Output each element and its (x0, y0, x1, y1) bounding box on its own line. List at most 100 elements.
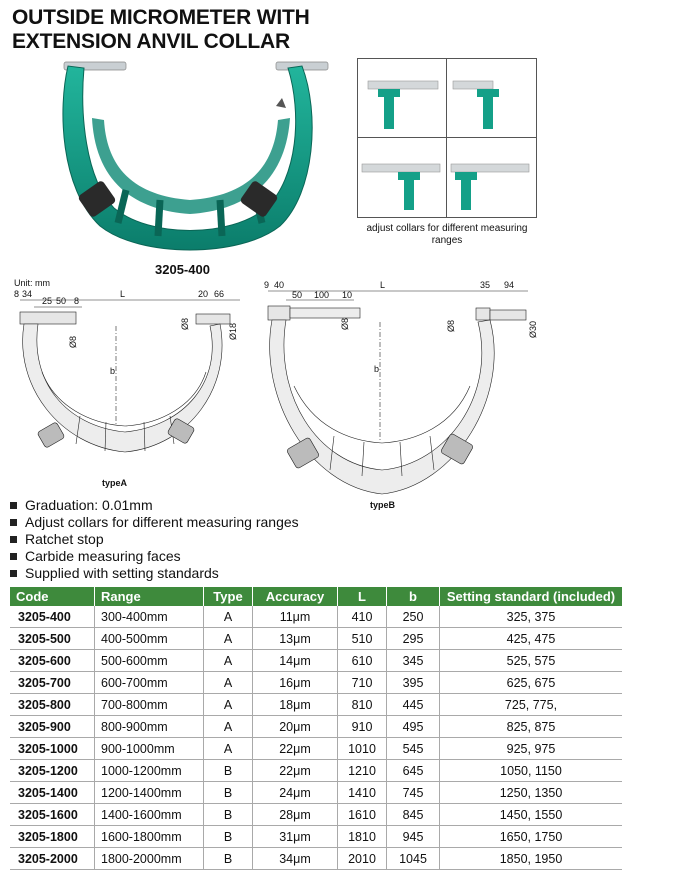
table-cell: 700-800mm (94, 693, 204, 716)
table-cell: 1400-1600mm (94, 803, 204, 826)
dim-b-dia3: Ø30 (528, 321, 538, 338)
model-label: 3205-400 (155, 262, 210, 277)
table-cell: 13μm (252, 627, 338, 650)
table-cell: 500-600mm (94, 649, 204, 672)
table-cell: 800-900mm (94, 715, 204, 738)
bullet-icon (10, 553, 17, 560)
table-cell: 410 (337, 606, 387, 628)
dim-a-7: 66 (214, 289, 224, 299)
table-cell: 28μm (252, 803, 338, 826)
table-cell: 525, 575 (439, 649, 622, 672)
page-title: OUTSIDE MICROMETER WITH EXTENSION ANVIL … (12, 6, 310, 54)
dim-b-2: 40 (274, 280, 284, 290)
collar-example-4 (450, 163, 530, 210)
table-cell: 14μm (252, 649, 338, 672)
table-cell: 1200-1400mm (94, 781, 204, 804)
table-cell: 810 (337, 693, 387, 716)
table-cell: 11μm (252, 606, 338, 628)
title-line-1: OUTSIDE MICROMETER WITH (12, 6, 310, 29)
table-cell: 1045 (386, 847, 440, 870)
dim-a-dia3: Ø18 (228, 323, 238, 340)
table-cell: 625, 675 (439, 671, 622, 694)
table-cell: A (203, 627, 253, 650)
title-line-2: EXTENSION ANVIL COLLAR (12, 30, 290, 53)
table-cell: A (203, 693, 253, 716)
table-cell: 900-1000mm (94, 737, 204, 760)
table-cell: 1010 (337, 737, 387, 760)
table-cell: 1800-2000mm (94, 847, 204, 870)
table-cell: 345 (386, 649, 440, 672)
table-cell: 725, 775, (439, 693, 622, 716)
table-cell: 3205-1800 (10, 825, 95, 848)
diagram-type-b: 9 40 50 100 10 L 35 94 Ø8 Ø8 Ø30 b typeB (264, 280, 538, 510)
col-range: Range (94, 587, 204, 606)
col-accuracy: Accuracy (252, 587, 338, 606)
dim-a-3: 25 (42, 296, 52, 306)
table-cell: 1000-1200mm (94, 759, 204, 782)
collar-example-2 (452, 80, 499, 129)
table-cell: 910 (337, 715, 387, 738)
table-cell: 445 (386, 693, 440, 716)
table-cell: 22μm (252, 759, 338, 782)
table-cell: B (203, 781, 253, 804)
feature-item: Carbide measuring faces (10, 548, 299, 565)
col-setting-standard: Setting standard (included) (439, 587, 622, 606)
table-cell: 3205-1000 (10, 737, 95, 760)
table-cell: 250 (386, 606, 440, 628)
table-cell: 925, 975 (439, 737, 622, 760)
table-cell: 300-400mm (94, 606, 204, 628)
feature-item: Adjust collars for different measuring r… (10, 514, 299, 531)
table-cell: 3205-1200 (10, 759, 95, 782)
dim-b-4: 100 (314, 290, 329, 300)
type-b-label: typeB (370, 500, 396, 510)
table-cell: 1410 (337, 781, 387, 804)
table-cell: 2010 (337, 847, 387, 870)
table-cell: 18μm (252, 693, 338, 716)
table-cell: 24μm (252, 781, 338, 804)
table-cell: 1210 (337, 759, 387, 782)
dim-b-b: b (374, 364, 379, 374)
dim-b-6: 35 (480, 280, 490, 290)
table-cell: 3205-1600 (10, 803, 95, 826)
table-cell: 20μm (252, 715, 338, 738)
collar-examples-panel (357, 58, 537, 218)
diagram-type-a: Unit: mm 8 34 25 50 8 L 20 66 Ø8 Ø8 Ø18 … (14, 278, 240, 488)
dim-a-b: b (110, 366, 115, 376)
table-cell: 325, 375 (439, 606, 622, 628)
table-cell: 3205-2000 (10, 847, 95, 870)
table-cell: 510 (337, 627, 387, 650)
table-cell: 945 (386, 825, 440, 848)
table-cell: 31μm (252, 825, 338, 848)
col-b: b (386, 587, 440, 606)
table-cell: 34μm (252, 847, 338, 870)
table-cell: 3205-800 (10, 693, 95, 716)
table-cell: 745 (386, 781, 440, 804)
dim-a-1: 8 (14, 289, 19, 299)
dim-a-L: L (120, 289, 125, 299)
table-cell: B (203, 759, 253, 782)
table-cell: 1850, 1950 (439, 847, 622, 870)
table-cell: 400-500mm (94, 627, 204, 650)
table-cell: B (203, 825, 253, 848)
dim-a-dia2: Ø8 (180, 318, 190, 330)
dim-b-3: 50 (292, 290, 302, 300)
table-cell: 1250, 1350 (439, 781, 622, 804)
table-cell: 845 (386, 803, 440, 826)
table-cell: A (203, 671, 253, 694)
feature-item: Supplied with setting standards (10, 565, 299, 582)
table-cell: 645 (386, 759, 440, 782)
table-cell: 545 (386, 737, 440, 760)
unit-label: Unit: mm (14, 278, 50, 288)
feature-list: Graduation: 0.01mm Adjust collars for di… (10, 497, 299, 582)
dim-b-dia1: Ø8 (340, 318, 350, 330)
dim-b-dia2: Ø8 (446, 320, 456, 332)
dim-b-5: 10 (342, 290, 352, 300)
table-cell: A (203, 649, 253, 672)
